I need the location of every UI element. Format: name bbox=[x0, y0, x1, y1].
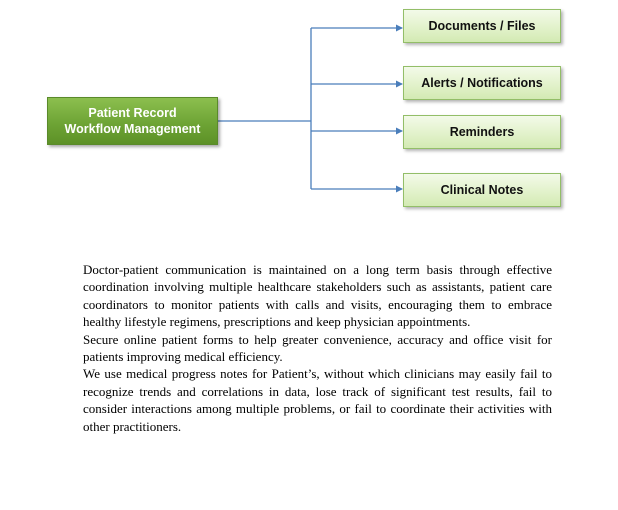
body-text: Doctor-patient communication is maintain… bbox=[83, 261, 552, 435]
child-node-label: Clinical Notes bbox=[440, 183, 524, 197]
child-node-label: Documents / Files bbox=[428, 19, 536, 33]
paragraph-progress-notes: We use medical progress notes for Patien… bbox=[83, 366, 552, 434]
connector-lines bbox=[218, 24, 403, 193]
child-node-label: Alerts / Notifications bbox=[421, 76, 543, 90]
child-node-clinical-notes: Clinical Notes bbox=[403, 173, 561, 207]
child-node-reminders: Reminders bbox=[403, 115, 561, 149]
child-node-alerts: Alerts / Notifications bbox=[403, 66, 561, 100]
paragraph-online-forms: Secure online patient forms to help grea… bbox=[83, 331, 552, 365]
root-node-label-line1: Patient Record bbox=[88, 106, 177, 120]
child-node-label: Reminders bbox=[449, 125, 515, 139]
root-node-patient-record: Patient Record Workflow Management bbox=[47, 97, 218, 145]
child-node-documents: Documents / Files bbox=[403, 9, 561, 43]
root-node-label-line2: Workflow Management bbox=[64, 122, 201, 136]
paragraph-communication: Doctor-patient communication is maintain… bbox=[83, 262, 552, 330]
workflow-diagram: Patient Record Workflow Management Docum… bbox=[0, 0, 618, 230]
